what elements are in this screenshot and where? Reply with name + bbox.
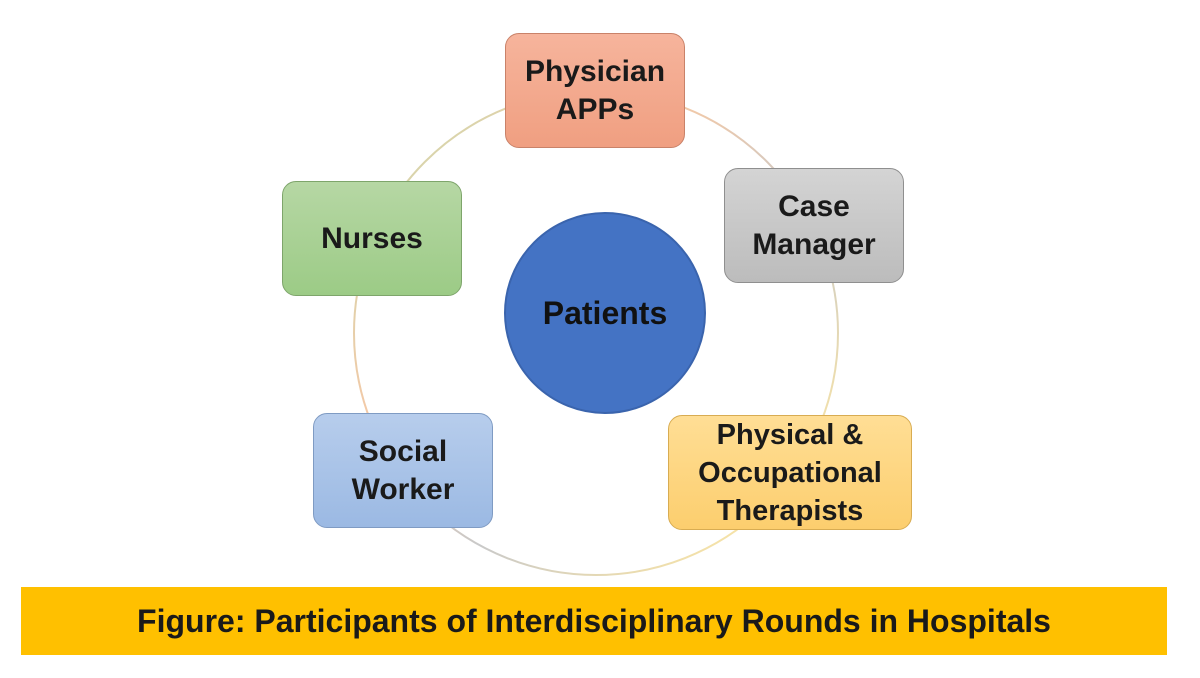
node-social-worker: Social Worker <box>313 413 493 528</box>
node-case-manager: Case Manager <box>724 168 904 283</box>
node-physician-apps: Physician APPs <box>505 33 685 148</box>
patients-label: Patients <box>542 294 668 331</box>
patients-circle: Patients <box>504 212 706 414</box>
figure-caption: Figure: Participants of Interdisciplinar… <box>21 587 1167 655</box>
node-nurses: Nurses <box>282 181 462 296</box>
node-therapists: Physical & Occupational Therapists <box>668 415 912 530</box>
figure-caption-text: Figure: Participants of Interdisciplinar… <box>137 602 1051 639</box>
